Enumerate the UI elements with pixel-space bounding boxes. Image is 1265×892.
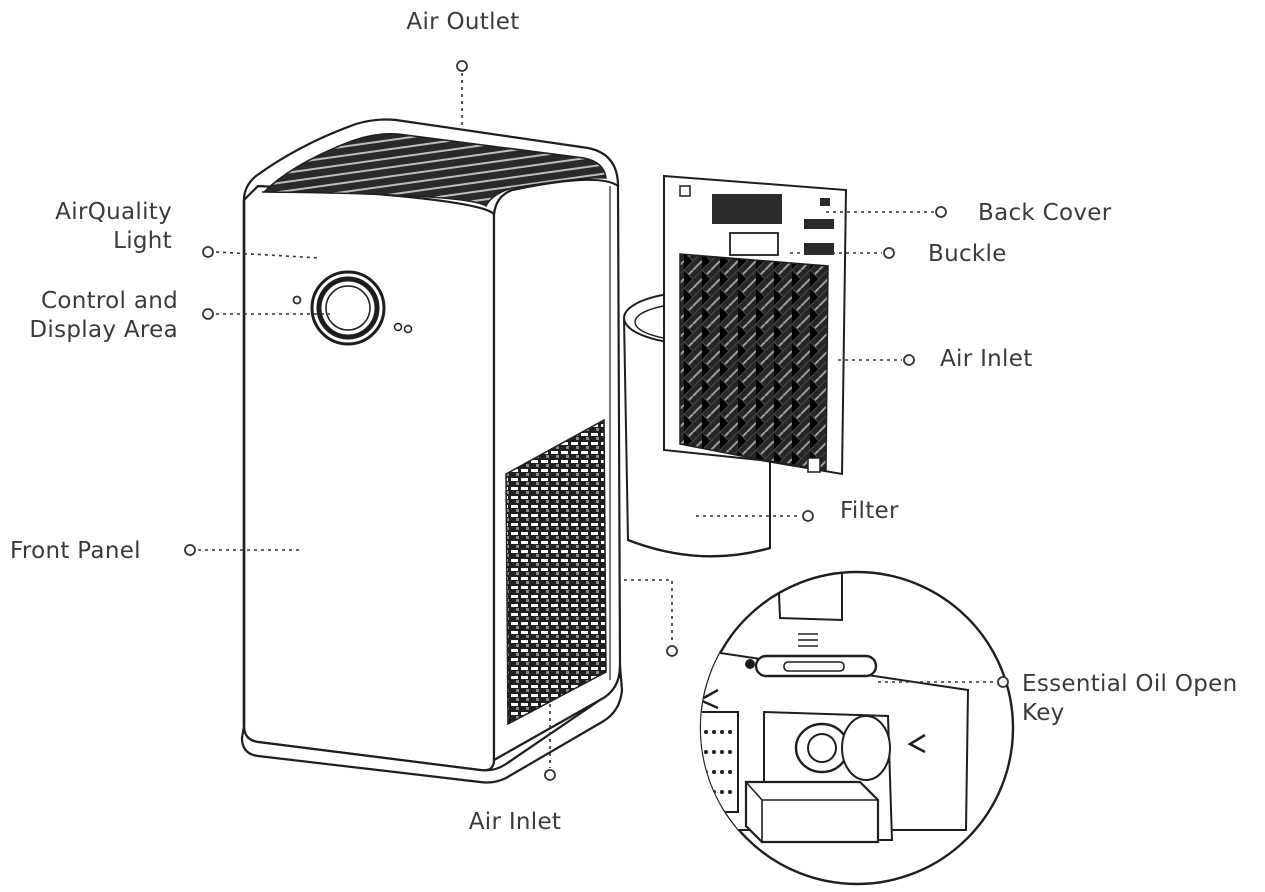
label-essential-oil-open-key: Essential Oil Open Key <box>1022 670 1237 728</box>
label-control-display-line1: Control and <box>4 287 178 316</box>
label-front-panel: Front Panel <box>10 537 141 566</box>
label-control-display-area: Control and Display Area <box>4 287 178 345</box>
label-control-display-line2: Display Area <box>4 316 178 345</box>
label-back-cover: Back Cover <box>978 199 1112 228</box>
label-air-outlet: Air Outlet <box>388 8 538 37</box>
label-air-inlet-rear: Air Inlet <box>940 345 1033 374</box>
label-buckle: Buckle <box>928 240 1007 269</box>
label-essential-oil-line2: Key <box>1022 699 1237 728</box>
label-essential-oil-line1: Essential Oil Open <box>1022 670 1237 699</box>
label-air-inlet-side: Air Inlet <box>440 808 590 837</box>
back-cover-panel <box>664 176 846 474</box>
side-grille <box>506 420 606 724</box>
control-dial <box>312 272 384 344</box>
label-air-quality-light-line2: Light <box>20 227 172 256</box>
label-air-quality-light: AirQuality Light <box>20 198 172 256</box>
label-filter: Filter <box>840 497 899 526</box>
label-air-quality-light-line1: AirQuality <box>20 198 172 227</box>
zoom-detail <box>690 570 1013 884</box>
